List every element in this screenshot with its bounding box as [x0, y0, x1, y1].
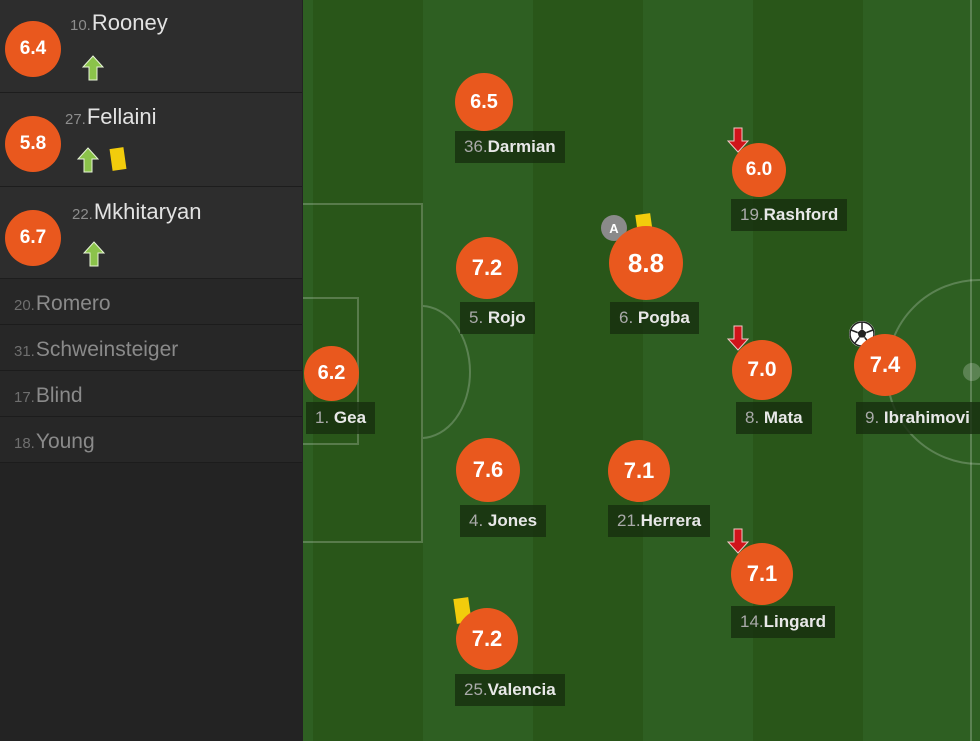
player-entry: 22.Mkhitaryan	[72, 199, 201, 225]
player-label: 1. Gea	[306, 402, 376, 434]
player-name: Jones	[487, 511, 538, 530]
rating-badge[interactable]: 7.1	[608, 440, 670, 502]
substitute-row[interactable]: 5.8 27.Fellaini	[0, 93, 302, 187]
penalty-box	[303, 203, 423, 543]
shirt-number: 18.	[14, 435, 35, 452]
centre-spot	[963, 363, 980, 381]
pitch-stripe	[533, 0, 643, 741]
player-name: Rojo	[487, 308, 526, 327]
shirt-number: 10.	[70, 17, 91, 34]
player-entry: 27.Fellaini	[65, 104, 157, 130]
rating-badge[interactable]: 7.2	[456, 237, 518, 299]
rating-badge[interactable]: 6.2	[304, 346, 359, 401]
shirt-number: 8.	[745, 408, 764, 427]
player-name: Rashford	[763, 205, 839, 224]
substitutes-panel: 6.4 10.Rooney 5.8 27.Fellaini 6.7 22.Mkh…	[0, 0, 303, 741]
player-label: 6. Pogba	[610, 302, 699, 334]
sub-out-arrow-icon	[727, 325, 749, 351]
substitute-row[interactable]: 6.4 10.Rooney	[0, 0, 302, 93]
bench-row[interactable]: 20.Romero	[0, 279, 302, 325]
sub-out-arrow-icon	[727, 528, 749, 554]
shirt-number: 1.	[315, 408, 334, 427]
shirt-number: 17.	[14, 389, 35, 406]
rating-badge[interactable]: 6.5	[455, 73, 513, 131]
shirt-number: 9.	[865, 408, 884, 427]
rating-badge: 5.8	[5, 116, 61, 172]
player-name: Fellaini	[86, 104, 157, 129]
player-entry: 18.Young	[14, 430, 95, 454]
bench-row[interactable]: 31.Schweinsteiger	[0, 325, 302, 371]
rating-badge[interactable]: 7.1	[731, 543, 793, 605]
rating-badge[interactable]: 7.4	[854, 334, 916, 396]
rating-badge[interactable]: 7.2	[456, 608, 518, 670]
player-name: Valencia	[487, 680, 556, 699]
sub-out-arrow-icon	[727, 127, 749, 153]
player-name: Ibrahimovi	[883, 408, 970, 427]
shirt-number: 27.	[65, 111, 86, 128]
rating-badge[interactable]: 7.0	[732, 340, 792, 400]
player-name: Lingard	[763, 612, 826, 631]
player-label: 25.Valencia	[455, 674, 565, 706]
player-name: Romero	[35, 292, 111, 315]
sub-in-arrow-icon	[77, 147, 99, 173]
shirt-number: 36.	[464, 137, 488, 156]
player-label: 4. Jones	[460, 505, 547, 537]
player-label: 8. Mata	[736, 402, 812, 434]
player-name: Gea	[333, 408, 367, 427]
player-name: Blind	[35, 384, 83, 407]
player-name: Young	[35, 430, 95, 453]
player-name: Pogba	[637, 308, 690, 327]
shirt-number: 31.	[14, 343, 35, 360]
shirt-number: 21.	[617, 511, 641, 530]
sub-in-arrow-icon	[83, 241, 105, 267]
rating-badge[interactable]: 7.6	[456, 438, 520, 502]
player-name: Herrera	[640, 511, 702, 530]
pitch: 6.2 1. Gea 6.5 36.Darmian 7.2 5. Rojo 7.…	[303, 0, 980, 741]
shirt-number: 14.	[740, 612, 764, 631]
player-label: 36.Darmian	[455, 131, 565, 163]
substitute-row[interactable]: 6.7 22.Mkhitaryan	[0, 187, 302, 279]
shirt-number: 5.	[469, 308, 488, 327]
shirt-number: 25.	[464, 680, 488, 699]
rating-badge[interactable]: 6.0	[732, 143, 786, 197]
player-label: 21.Herrera	[608, 505, 711, 537]
shirt-number: 20.	[14, 297, 35, 314]
shirt-number: 22.	[72, 206, 93, 223]
player-entry: 17.Blind	[14, 384, 83, 408]
player-entry: 10.Rooney	[70, 10, 168, 36]
player-name: Schweinsteiger	[35, 338, 179, 361]
rating-badge[interactable]: 8.8	[609, 226, 683, 300]
player-label: 5. Rojo	[460, 302, 535, 334]
rating-badge: 6.4	[5, 21, 61, 77]
player-name: Darmian	[487, 137, 556, 156]
player-name: Mata	[763, 408, 803, 427]
player-label: 9. Ibrahimovi	[856, 402, 980, 434]
shirt-number: 4.	[469, 511, 488, 530]
shirt-number: 6.	[619, 308, 638, 327]
sub-in-arrow-icon	[82, 55, 104, 81]
player-entry: 31.Schweinsteiger	[14, 338, 178, 362]
player-label: 14.Lingard	[731, 606, 835, 638]
player-name: Rooney	[91, 10, 168, 35]
bench-row[interactable]: 18.Young	[0, 417, 302, 463]
rating-badge: 6.7	[5, 210, 61, 266]
bench-row[interactable]: 17.Blind	[0, 371, 302, 417]
yellow-card-icon	[109, 147, 127, 171]
shirt-number: 19.	[740, 205, 764, 224]
player-label: 19.Rashford	[731, 199, 848, 231]
player-entry: 20.Romero	[14, 292, 111, 316]
player-name: Mkhitaryan	[93, 199, 202, 224]
